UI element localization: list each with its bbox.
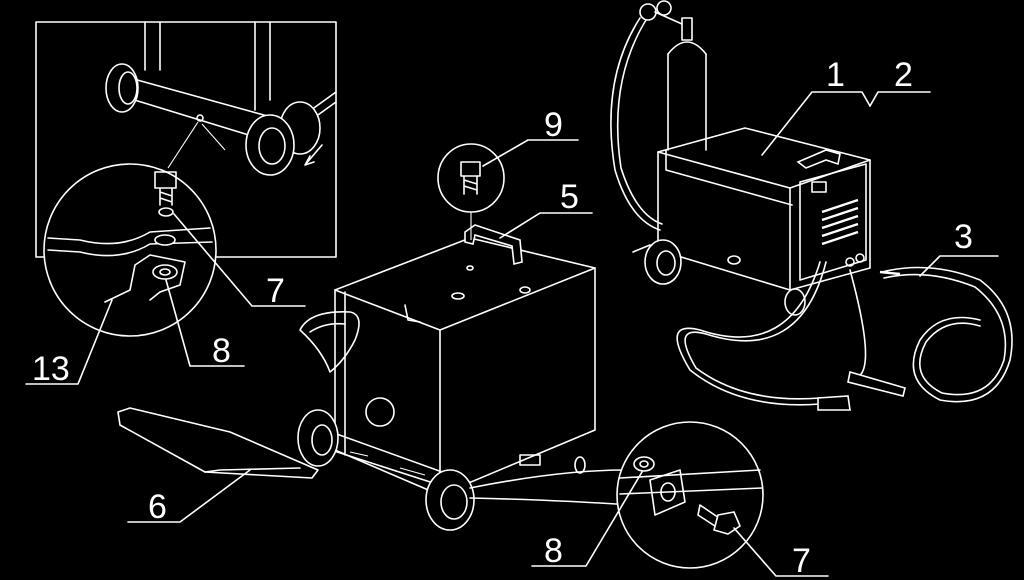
axle-plate [619, 469, 763, 495]
tow-bar [117, 407, 319, 479]
leader-2 [869, 91, 931, 107]
bracket-piece [104, 254, 186, 303]
gas-cylinder [667, 53, 707, 151]
welder-socket-2 [855, 253, 865, 263]
zoom-link-lower [469, 469, 626, 489]
gas-valve [681, 17, 693, 41]
inset-axle-detail [35, 21, 337, 258]
torch-cable [676, 261, 821, 406]
nut-icon-left [152, 264, 178, 280]
callout-9: 9 [544, 106, 563, 144]
leader-13 [25, 299, 113, 385]
welder-machine-group [610, 0, 1013, 411]
bracket-hole [154, 234, 176, 246]
cable-hook [299, 311, 360, 373]
cart-rear-caster [574, 456, 586, 474]
top-handle [464, 224, 523, 265]
bolt-icon-top [460, 161, 481, 195]
leader-9 [482, 139, 579, 167]
welder-front-panel [799, 163, 867, 281]
cable-loop [881, 266, 1013, 403]
gauge-left [639, 3, 657, 21]
nut-icon-right [633, 456, 655, 472]
callout-3: 3 [954, 218, 973, 256]
callout-2: 2 [894, 56, 913, 94]
inset-zoom-lines [167, 121, 226, 169]
welder-vent-slots [821, 198, 859, 246]
earth-cable-short [849, 269, 867, 379]
cable-plug [879, 270, 901, 276]
callout-7-upper: 7 [266, 272, 285, 310]
washer-icon [158, 207, 174, 217]
bolt-shaft-right [697, 504, 723, 529]
leader-5 [499, 212, 593, 239]
welder-handle [796, 149, 841, 169]
callout-7-lower: 7 [792, 542, 811, 580]
bracket-plate-bottom [47, 241, 213, 257]
earth-clamp [847, 370, 906, 397]
axle-bracket [649, 469, 686, 516]
welder-caster [784, 288, 806, 316]
gas-hose [610, 17, 661, 231]
bracket-plate-top [47, 227, 211, 245]
welder-display [811, 181, 827, 193]
inset-wheel-left [105, 63, 139, 113]
callout-13: 13 [32, 350, 70, 388]
cart-body-outline [334, 237, 596, 496]
cart-body-top-edge [334, 267, 596, 331]
callout-1: 1 [826, 56, 845, 94]
leader-7-lower [733, 527, 829, 577]
torch-head [817, 395, 851, 411]
leader-6 [127, 469, 251, 523]
inset-frame-legs [144, 21, 271, 111]
callouts: 1 2 3 5 6 7 7 8 8 9 13 [25, 56, 999, 580]
inset-axle-hole [196, 114, 204, 122]
magnifier-circle-right [616, 421, 764, 569]
leader-1 [761, 91, 871, 156]
bolt-icon-left [154, 171, 177, 206]
inset-wheel-right-hub [258, 127, 286, 165]
callout-8-lower: 8 [544, 532, 563, 570]
leader-8-upper [165, 279, 245, 367]
callout-8-upper: 8 [212, 332, 231, 370]
gauge-right [656, 0, 672, 16]
magnifier-bracket-detail [43, 163, 217, 337]
welder-socket-1 [845, 257, 855, 267]
magnifier-axle-bolt [616, 421, 764, 569]
leader-7-upper [173, 213, 306, 307]
inset-wheel-left-hub [118, 71, 138, 105]
bolt-bubble-circle [437, 143, 505, 213]
cart-assembly [117, 224, 631, 531]
cart-side-hole [365, 397, 395, 427]
inset-direction-arrow [304, 144, 323, 166]
bolt-detail-bubble [437, 143, 505, 240]
callout-5: 5 [560, 178, 579, 216]
leader-8-lower [531, 471, 643, 567]
inset-wheel-right [245, 114, 295, 176]
leader-3 [919, 255, 999, 277]
callout-6: 6 [148, 488, 167, 526]
magnifier-circle-left [43, 163, 217, 337]
